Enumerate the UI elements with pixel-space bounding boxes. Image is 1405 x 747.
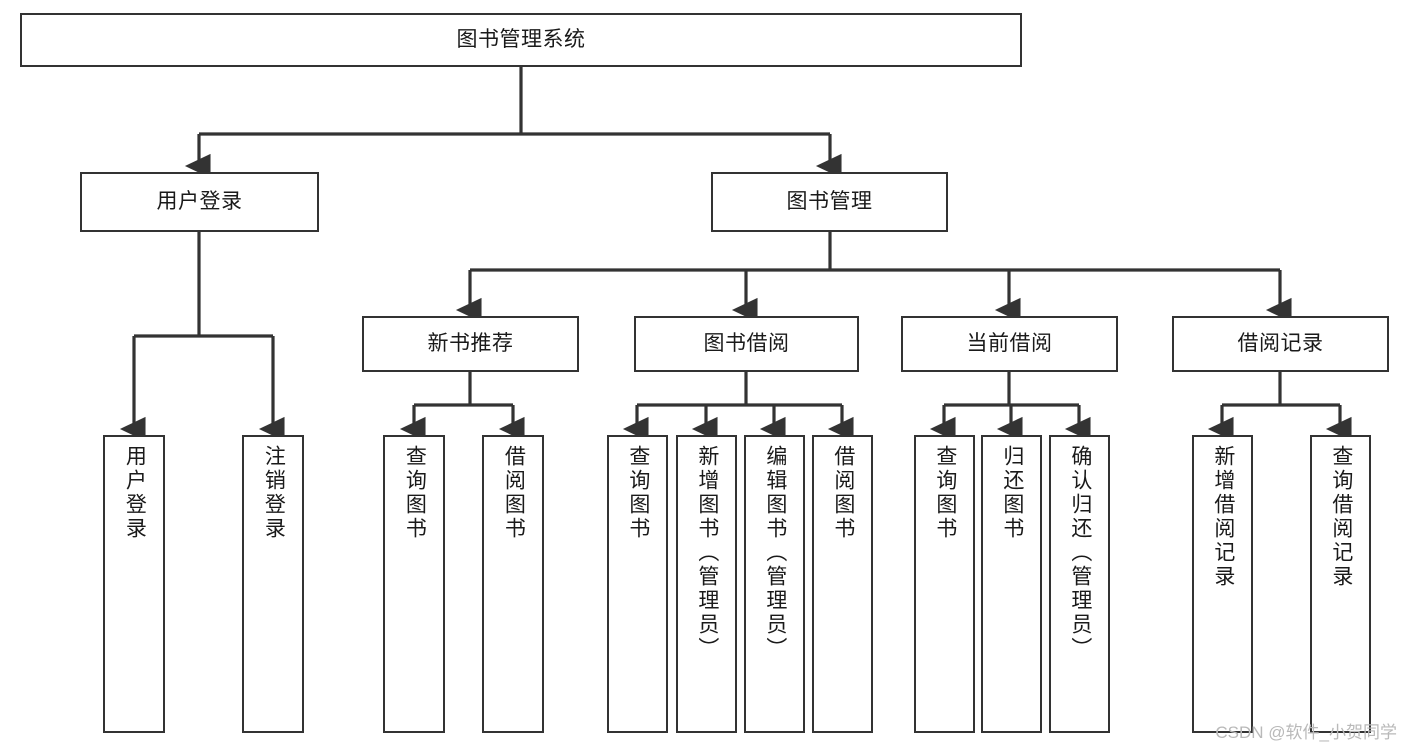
leaf-user-login-label: 用户登录 (123, 445, 147, 541)
leaf-query-book-1[interactable]: 查询图书 (383, 435, 445, 733)
leaf-add-record[interactable]: 新增借阅记录 (1192, 435, 1253, 733)
leaf-borrow-book-1-label: 借阅图书 (502, 445, 526, 541)
node-current-borrow-label: 当前借阅 (966, 331, 1053, 355)
leaf-return-book-label: 归还图书 (1000, 445, 1024, 541)
leaf-query-book-3-label: 查询图书 (933, 445, 957, 541)
leaf-add-record-label: 新增借阅记录 (1211, 445, 1235, 589)
node-book-manage-label: 图书管理 (786, 189, 873, 213)
node-book-manage[interactable]: 图书管理 (711, 172, 948, 232)
leaf-return-book[interactable]: 归还图书 (981, 435, 1042, 733)
leaf-edit-book[interactable]: 编辑图书（管理员） (744, 435, 805, 733)
node-root-label: 图书管理系统 (456, 27, 586, 51)
node-new-book-recommend-label: 新书推荐 (427, 331, 514, 355)
leaf-add-book-label: 新增图书（管理员） (695, 445, 719, 661)
leaf-query-record[interactable]: 查询借阅记录 (1310, 435, 1371, 733)
leaf-logout-login-label: 注销登录 (262, 445, 286, 541)
node-user-login[interactable]: 用户登录 (80, 172, 319, 232)
leaf-borrow-book-2[interactable]: 借阅图书 (812, 435, 873, 733)
leaf-borrow-book-1[interactable]: 借阅图书 (482, 435, 544, 733)
leaf-borrow-book-2-label: 借阅图书 (831, 445, 855, 541)
leaf-confirm-return[interactable]: 确认归还（管理员） (1049, 435, 1110, 733)
leaf-add-book[interactable]: 新增图书（管理员） (676, 435, 737, 733)
csdn-watermark: CSDN @软件_小贺同学 (1215, 723, 1397, 742)
leaf-query-book-2-label: 查询图书 (626, 445, 650, 541)
node-new-book-recommend[interactable]: 新书推荐 (362, 316, 579, 372)
node-book-borrow[interactable]: 图书借阅 (634, 316, 859, 372)
node-user-login-label: 用户登录 (156, 189, 243, 213)
leaf-query-record-label: 查询借阅记录 (1329, 445, 1353, 589)
leaf-query-book-1-label: 查询图书 (403, 445, 427, 541)
leaf-confirm-return-label: 确认归还（管理员） (1068, 445, 1092, 661)
node-root[interactable]: 图书管理系统 (20, 13, 1022, 67)
leaf-query-book-2[interactable]: 查询图书 (607, 435, 668, 733)
node-book-borrow-label: 图书借阅 (703, 331, 790, 355)
leaf-user-login[interactable]: 用户登录 (103, 435, 165, 733)
node-current-borrow[interactable]: 当前借阅 (901, 316, 1118, 372)
leaf-edit-book-label: 编辑图书（管理员） (763, 445, 787, 661)
leaf-logout-login[interactable]: 注销登录 (242, 435, 304, 733)
node-borrow-record-label: 借阅记录 (1237, 331, 1324, 355)
node-borrow-record[interactable]: 借阅记录 (1172, 316, 1389, 372)
leaf-query-book-3[interactable]: 查询图书 (914, 435, 975, 733)
